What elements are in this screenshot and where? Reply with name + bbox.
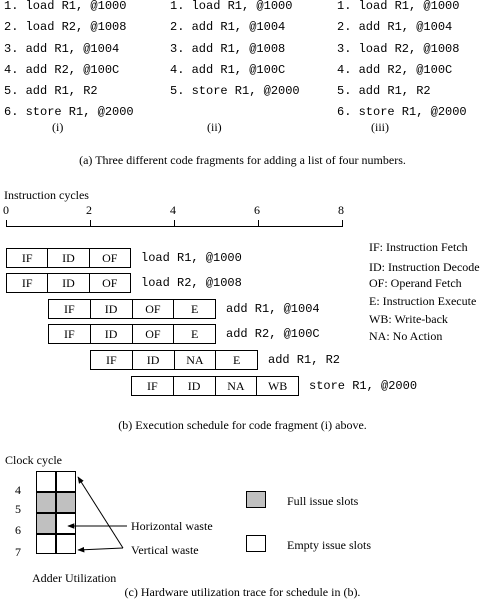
code-line: 5. store R1, @2000	[170, 84, 300, 99]
axis-tick	[258, 220, 259, 227]
pipeline-stage-box: IF ID OF E	[48, 299, 216, 319]
vertical-waste-label: Vertical waste	[131, 543, 199, 557]
legend-item: WB: Write-back	[369, 312, 448, 326]
code-line: 3. add R1, @1008	[170, 41, 286, 56]
stage-cell: OF	[88, 274, 130, 292]
code-line: 4. add R1, @100C	[170, 62, 286, 77]
instruction-label: load R1, @1000	[141, 251, 242, 265]
full-slot-legend: Full issue slots	[287, 494, 359, 508]
full-slot-swatch	[246, 491, 266, 508]
instruction-label: add R1, R2	[268, 353, 341, 367]
code-line: 1. load R1, @1000	[170, 0, 293, 13]
stage-cell: OF	[88, 249, 130, 267]
fragment-column-iii: 1. load R1, @1000 2. add R1, @1004 3. lo…	[337, 0, 467, 127]
fragment-column-i: 1. load R1, @1000 2. load R2, @1008 3. a…	[4, 0, 134, 127]
code-line: 6. store R1, @2000	[4, 105, 134, 120]
issue-slot-cell	[36, 471, 56, 492]
stage-cell: NA	[173, 351, 216, 369]
issue-slot-cell	[36, 513, 56, 534]
caption-b: (b) Execution schedule for code fragment…	[118, 418, 367, 432]
axis-tick-label: 2	[86, 203, 92, 217]
stage-cell: IF	[64, 301, 75, 316]
stage-cell: IF	[147, 378, 158, 393]
fragment-label-i: (i)	[52, 120, 64, 134]
stage-cell: ID	[89, 325, 132, 343]
axis-tick	[6, 220, 7, 227]
empty-slot-legend: Empty issue slots	[287, 538, 372, 552]
code-line: 1. load R1, @1000	[4, 0, 127, 13]
vertical-waste-arrow-up	[77, 476, 124, 549]
code-line: 3. load R2, @1008	[337, 41, 460, 56]
code-line: 2. add R1, @1004	[170, 20, 286, 35]
pipeline-stage-box: IF ID NA WB	[131, 376, 299, 396]
pipeline-stage-box: IF ID OF	[6, 273, 131, 293]
horizontal-waste-label: Horizontal waste	[131, 519, 213, 533]
issue-slot-cell	[56, 513, 76, 534]
cycle-label: 7	[15, 545, 21, 559]
code-line: 6. store R1, @2000	[337, 105, 467, 120]
stage-cell: OF	[131, 300, 174, 318]
code-line: 5. add R1, R2	[4, 84, 98, 99]
instruction-label: load R2, @1008	[141, 276, 242, 290]
code-line: 4. add R2, @100C	[4, 62, 120, 77]
stage-cell: NA	[214, 377, 257, 395]
issue-slot-cell	[36, 492, 56, 513]
issue-slot-cell	[56, 492, 76, 513]
legend-item: OF: Operand Fetch	[369, 276, 462, 290]
fragment-column-ii: 1. load R1, @1000 2. add R1, @1004 3. ad…	[170, 0, 300, 105]
axis-tick	[174, 220, 175, 227]
stage-cell: IF	[106, 352, 117, 367]
stage-cell: IF	[64, 326, 75, 341]
empty-slot-swatch	[246, 535, 266, 552]
cycle-label: 5	[15, 502, 21, 516]
adder-utilization-label: Adder Utilization	[32, 571, 117, 585]
stage-cell: ID	[47, 249, 88, 267]
stage-cell: WB	[256, 377, 298, 395]
axis-tick-label: 8	[338, 203, 344, 217]
issue-slot-cell	[56, 534, 76, 554]
stage-cell: E	[173, 300, 215, 318]
stage-cell: ID	[89, 300, 132, 318]
fragment-label-iii: (iii)	[371, 120, 389, 134]
code-line: 2. add R1, @1004	[337, 20, 453, 35]
issue-slot-cell	[36, 534, 56, 554]
code-line: 4. add R2, @100C	[337, 62, 453, 77]
issue-slot-cell	[56, 471, 76, 492]
instruction-label: add R1, @1004	[226, 302, 320, 316]
stage-cell: IF	[21, 275, 33, 290]
cycle-label: 4	[15, 483, 21, 497]
code-line: 5. add R1, R2	[337, 84, 431, 99]
pipeline-stage-box: IF ID OF E	[48, 324, 216, 344]
cycle-label: 6	[15, 523, 21, 537]
pipeline-stage-box: IF ID OF	[6, 248, 131, 268]
code-line: 2. load R2, @1008	[4, 20, 127, 35]
axis-tick-label: 4	[170, 203, 176, 217]
stage-cell: E	[173, 325, 215, 343]
instruction-label: add R2, @100C	[226, 327, 320, 341]
fragment-label-ii: (ii)	[207, 120, 222, 134]
code-line: 3. add R1, @1004	[4, 41, 120, 56]
axis-tick-label: 0	[3, 203, 9, 217]
stage-cell: IF	[21, 250, 33, 265]
axis-tick-label: 6	[254, 203, 260, 217]
legend-item: E: Instruction Execute	[369, 294, 477, 308]
legend-item: ID: Instruction Decode	[369, 260, 480, 274]
stage-cell: ID	[172, 377, 215, 395]
stage-cell: ID	[47, 274, 88, 292]
legend-item: IF: Instruction Fetch	[369, 240, 468, 254]
axis-title: Instruction cycles	[4, 188, 89, 202]
code-line: 1. load R1, @1000	[337, 0, 460, 13]
caption-c: (c) Hardware utilization trace for sched…	[124, 585, 361, 599]
vertical-waste-arrow-down	[77, 546, 124, 553]
stage-cell: ID	[131, 351, 174, 369]
pipeline-stage-box: IF ID NA E	[90, 350, 258, 370]
legend-item: NA: No Action	[369, 329, 443, 343]
axis-tick	[342, 220, 343, 227]
caption-a: (a) Three different code fragments for a…	[79, 153, 406, 167]
stage-cell: E	[215, 351, 257, 369]
clock-cycle-title: Clock cycle	[5, 453, 62, 467]
instruction-label: store R1, @2000	[309, 379, 418, 393]
axis-tick	[90, 220, 91, 227]
stage-cell: OF	[131, 325, 174, 343]
